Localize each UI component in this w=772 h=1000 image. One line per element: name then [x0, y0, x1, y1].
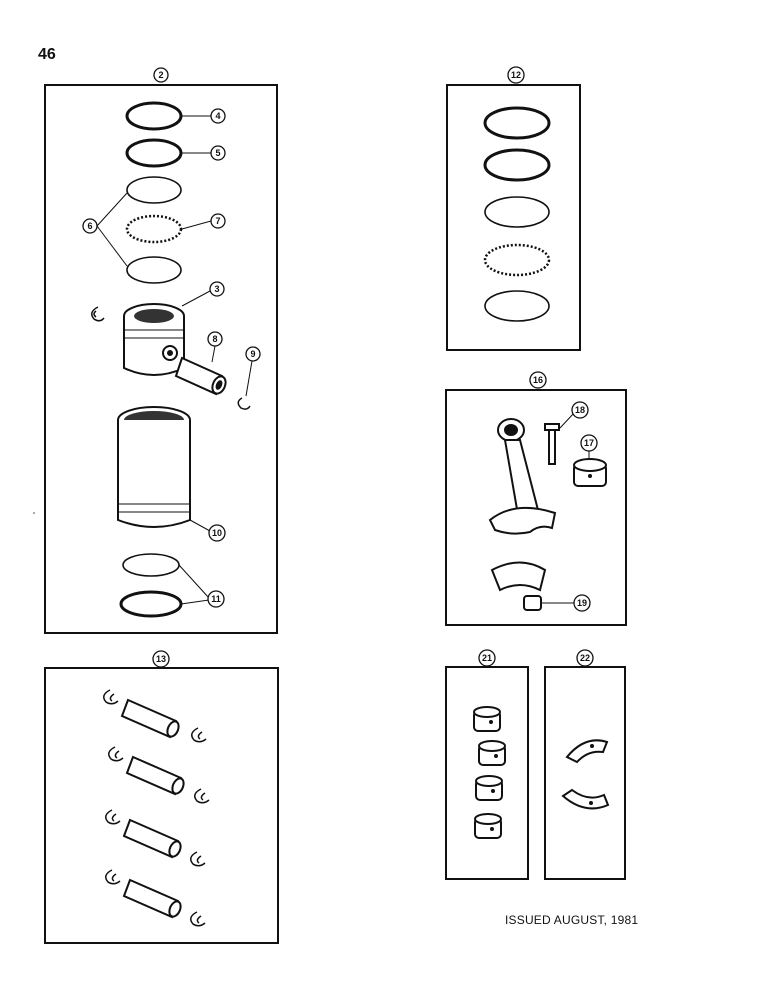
- bearing-half-icon: [565, 739, 609, 764]
- piston-ring-icon: [483, 243, 551, 277]
- panel-frame: [446, 84, 581, 351]
- bushing-set-panel: 21: [445, 649, 529, 880]
- callout-label: 19: [577, 598, 587, 608]
- callout-label: 17: [584, 438, 594, 448]
- snap-ring-icon: [190, 911, 206, 927]
- snap-ring-icon: [191, 727, 207, 743]
- callout-label: 12: [511, 70, 521, 80]
- snap-ring-icon: [194, 788, 210, 804]
- callout-11: 11: [207, 590, 225, 608]
- piston-ring-icon: [126, 176, 182, 204]
- bushing-icon: [474, 813, 502, 839]
- callout-label: 10: [212, 528, 222, 538]
- pin-set-1: [103, 689, 207, 743]
- callout-label: 2: [158, 70, 163, 80]
- callout-label: 7: [215, 216, 220, 226]
- callout-label: 8: [212, 334, 217, 344]
- bolt-icon: [544, 423, 560, 465]
- callout-label: 16: [533, 375, 543, 385]
- panel-frame: [445, 666, 529, 880]
- piston-ring-icon: [125, 138, 183, 168]
- callout-label: 11: [211, 594, 221, 604]
- connecting-rod-panel: 16 18 17: [445, 371, 627, 626]
- callout-label: 5: [215, 148, 220, 158]
- snap-ring-icon: [103, 689, 119, 705]
- callout-6: 6: [82, 218, 98, 234]
- connecting-rod-icon: [488, 418, 557, 592]
- snap-ring-icon: [190, 851, 206, 867]
- callout-18: 18: [571, 401, 589, 419]
- cylinder-sleeve-icon: [117, 406, 191, 528]
- piston-ring-icon: [484, 290, 550, 322]
- nut-icon: [523, 595, 542, 611]
- piston-ring-icon: [125, 214, 183, 244]
- callout-13: 13: [152, 650, 170, 668]
- page-number: 46: [38, 46, 56, 63]
- snap-ring-icon: [91, 306, 105, 322]
- piston-ring-icon: [126, 256, 182, 284]
- ring-set-panel: 12: [446, 66, 581, 351]
- callout-7: 7: [210, 213, 226, 229]
- callout-9: 9: [245, 346, 261, 362]
- callout-17: 17: [580, 434, 598, 452]
- callout-2: 2: [153, 67, 169, 83]
- o-ring-icon: [119, 590, 183, 618]
- callout-label: 22: [580, 653, 590, 663]
- callout-3: 3: [209, 281, 225, 297]
- piston-ring-icon: [125, 101, 183, 131]
- panel-frame: [44, 84, 278, 634]
- panel-frame: [544, 666, 626, 880]
- callout-label: 4: [215, 111, 220, 121]
- panel-frame: [44, 667, 279, 944]
- bushing-icon: [573, 458, 607, 487]
- callout-5: 5: [210, 145, 226, 161]
- callout-8: 8: [207, 331, 223, 347]
- callout-4: 4: [210, 108, 226, 124]
- callout-label: 18: [575, 405, 585, 415]
- callout-22: 22: [576, 649, 594, 667]
- pin-set-4: [105, 869, 206, 927]
- snap-ring-icon: [105, 809, 121, 825]
- callout-label: 21: [482, 653, 492, 663]
- piston-assembly-panel: 2: [44, 67, 278, 634]
- callout-label: 13: [156, 654, 166, 664]
- issue-date: ISSUED AUGUST, 1981: [505, 913, 639, 927]
- callout-label: 6: [87, 221, 92, 231]
- scan-mark: [33, 512, 35, 514]
- bushing-icon: [473, 706, 501, 732]
- callout-21: 21: [478, 649, 496, 667]
- callout-label: 3: [214, 284, 219, 294]
- callout-16: 16: [529, 371, 547, 389]
- snap-ring-icon: [105, 869, 121, 885]
- bearing-set-panel: 22: [544, 649, 626, 880]
- pin-set-3: [105, 809, 206, 867]
- callout-12: 12: [507, 66, 525, 84]
- panel-frame: [445, 389, 627, 626]
- snap-ring-icon: [237, 397, 251, 410]
- bushing-icon: [478, 740, 506, 766]
- piston-icon: [123, 303, 185, 376]
- bushing-icon: [475, 775, 503, 801]
- o-ring-icon: [122, 553, 180, 577]
- pin-kit-panel: 13: [44, 650, 279, 944]
- bearing-half-icon: [561, 788, 610, 810]
- piston-ring-icon: [483, 106, 551, 140]
- callout-10: 10: [208, 524, 226, 542]
- callout-19: 19: [573, 594, 591, 612]
- piston-pin-icon: [174, 356, 227, 396]
- snap-ring-icon: [108, 746, 124, 762]
- piston-ring-icon: [483, 148, 551, 182]
- pin-set-2: [108, 746, 210, 804]
- callout-label: 9: [250, 349, 255, 359]
- piston-ring-icon: [484, 196, 550, 228]
